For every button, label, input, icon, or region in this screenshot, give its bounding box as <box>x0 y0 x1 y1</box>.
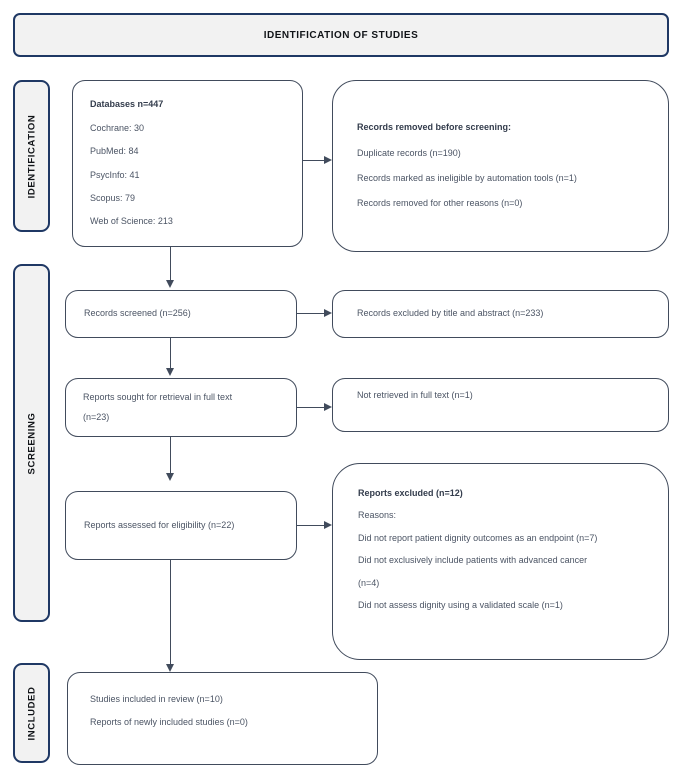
databases-cochrane: Cochrane: 30 <box>90 122 145 133</box>
studies-included-text: Studies included in review (n=10) <box>90 694 223 704</box>
databases-scopus: Scopus: 79 <box>90 192 136 203</box>
connector-screened-to-sought <box>169 338 171 368</box>
reports-excluded-reason-2-count: (n=4) <box>358 577 380 588</box>
node-reports-assessed: Reports assessed for eligibility (n=22) <box>65 491 297 560</box>
reports-excluded-reason-2: Did not exclusively include patients wit… <box>358 555 588 566</box>
arrowhead-screened-to-excluded <box>324 308 332 317</box>
phase-label-screening: SCREENING <box>13 264 50 622</box>
records-removed-heading: Records removed before screening: <box>357 122 512 133</box>
node-reports-excluded: Reports excluded (n=12) Reasons: Did not… <box>332 463 669 660</box>
node-studies-included: Studies included in review (n=10) Report… <box>67 672 378 765</box>
node-databases: Databases n=447 Cochrane: 30 PubMed: 84 … <box>72 80 303 247</box>
reports-excluded-reason-3: Did not assess dignity using a validated… <box>358 600 563 611</box>
phase-label-included: INCLUDED <box>13 663 50 763</box>
records-screened-text: Records screened (n=256) <box>84 308 191 319</box>
records-removed-automation: Records marked as ineligible by automati… <box>357 173 577 183</box>
arrowhead-databases-to-records-screened <box>165 280 174 288</box>
records-excluded-text: Records excluded by title and abstract (… <box>357 308 544 319</box>
node-reports-sought: Reports sought for retrieval in full tex… <box>65 378 297 437</box>
diagram-header: IDENTIFICATION OF STUDIES <box>13 13 669 57</box>
node-records-screened: Records screened (n=256) <box>65 290 297 338</box>
arrowhead-assessed-to-included <box>165 664 174 672</box>
connector-assessed-to-included <box>169 560 171 670</box>
arrowhead-assessed-to-reports-excluded <box>324 520 332 529</box>
reports-excluded-heading: Reports excluded (n=12) <box>358 488 463 498</box>
phase-label-screening-text: SCREENING <box>26 412 38 474</box>
node-not-retrieved: Not retrieved in full text (n=1) <box>332 378 669 432</box>
reports-assessed-text: Reports assessed for eligibility (n=22) <box>84 519 235 530</box>
arrowhead-databases-to-records-removed <box>324 155 332 164</box>
connector-sought-to-assessed <box>169 437 171 473</box>
phase-label-included-text: INCLUDED <box>26 686 38 740</box>
reports-sought-count: (n=23) <box>83 411 110 422</box>
arrowhead-sought-to-not-retrieved <box>324 402 332 411</box>
databases-web-of-science: Web of Science: 213 <box>90 216 173 227</box>
records-removed-duplicates: Duplicate records (n=190) <box>357 147 461 158</box>
records-removed-other: Records removed for other reasons (n=0) <box>357 198 523 209</box>
not-retrieved-text: Not retrieved in full text (n=1) <box>357 390 473 400</box>
phase-label-identification: IDENTIFICATION <box>13 80 50 232</box>
reports-excluded-reasons-label: Reasons: <box>358 510 397 521</box>
reports-excluded-reason-1: Did not report patient dignity outcomes … <box>358 532 598 543</box>
connector-databases-to-records-screened <box>169 247 171 280</box>
connector-assessed-to-reports-excluded <box>297 525 324 527</box>
connector-screened-to-excluded <box>297 313 324 315</box>
phase-label-identification-text: IDENTIFICATION <box>26 114 38 198</box>
reports-sought-text: Reports sought for retrieval in full tex… <box>83 392 233 403</box>
arrowhead-screened-to-sought <box>165 368 174 376</box>
page-title: IDENTIFICATION OF STUDIES <box>263 29 419 41</box>
node-records-excluded: Records excluded by title and abstract (… <box>332 290 669 338</box>
arrowhead-sought-to-assessed <box>165 473 174 481</box>
node-records-removed: Records removed before screening: Duplic… <box>332 80 669 252</box>
reports-newly-included-text: Reports of newly included studies (n=0) <box>90 717 248 728</box>
databases-psycinfo: PsycInfo: 41 <box>90 169 140 180</box>
databases-total: Databases n=447 <box>90 99 164 110</box>
connector-sought-to-not-retrieved <box>297 407 324 409</box>
connector-databases-to-records-removed <box>303 160 324 162</box>
databases-pubmed: PubMed: 84 <box>90 146 139 157</box>
